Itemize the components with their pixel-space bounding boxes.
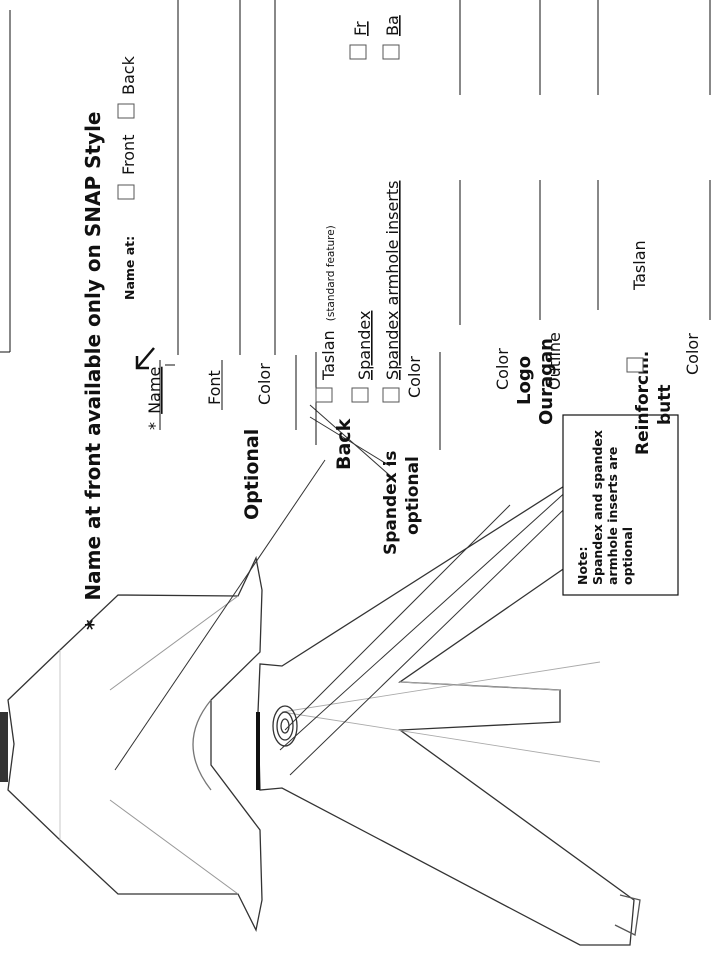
back-armhole-checkbox[interactable] xyxy=(382,387,400,403)
spandex-back-checkbox[interactable] xyxy=(382,44,400,60)
name-at-front-checkbox[interactable] xyxy=(117,184,135,200)
back-taslan-note: (standard feature) xyxy=(325,225,337,321)
note-box: Note: Spandex and spandex armhole insert… xyxy=(562,414,679,596)
name-star: * xyxy=(145,422,164,430)
logo-section: Logo Ouragan Color Outline xyxy=(493,180,599,425)
name-at-back-label: Back xyxy=(119,55,138,95)
heading-text: Name at front available only on SNAP Sty… xyxy=(81,112,105,601)
note-title: Note: xyxy=(575,546,590,585)
reinforcement-color-label: Color xyxy=(683,333,702,375)
back-label: Back xyxy=(333,418,355,470)
font-label: Font xyxy=(205,370,224,405)
svg-text:Taslan (standard featu: Taslan (standard feature) xyxy=(319,225,338,381)
note-line-2: armhole inserts are xyxy=(605,447,620,585)
spandex-back-partial-label: Ba xyxy=(383,15,402,36)
name-at-label: Name at: xyxy=(122,236,137,300)
reinforcement-taslan-checkbox[interactable] xyxy=(626,357,644,373)
logo-label-line-1: Logo xyxy=(514,356,535,405)
right-fill-lines xyxy=(177,0,711,95)
svg-text:* Name: * Name xyxy=(145,367,164,430)
reinforcement-label-line-1: Reinforcm. xyxy=(633,351,653,455)
uniform-illustration xyxy=(0,475,641,946)
svg-text:* Name at front availabl: * Name at front available only on SNAP S… xyxy=(81,112,105,631)
leader-lines xyxy=(114,404,621,776)
back-section: Back Taslan (standard feature) Spandex S… xyxy=(315,15,461,555)
page-heading: * Name at front available only on SNAP S… xyxy=(81,112,105,631)
note-line-3: optional xyxy=(620,527,635,585)
name-at-back-checkbox[interactable] xyxy=(117,103,135,119)
back-armhole-label: Spandex armhole inserts xyxy=(383,181,402,380)
name-color-label: Color xyxy=(255,363,274,405)
top-left-frame xyxy=(0,10,11,353)
back-taslan-checkbox[interactable] xyxy=(315,387,333,403)
logo-outline-label: Outline xyxy=(545,332,564,390)
back-taslan-label: Taslan xyxy=(319,330,338,381)
spandex-front-checkbox[interactable] xyxy=(349,44,367,60)
name-at-front-label: Front xyxy=(119,135,138,175)
reinforcement-label-line-2: butt xyxy=(655,384,675,425)
name-section: * Name Font Color Optional xyxy=(145,0,297,520)
optional-label: Optional xyxy=(241,429,263,520)
back-color-label: Color xyxy=(405,356,424,398)
spandex-front-partial-label: Fr xyxy=(351,21,370,36)
logo-label-line-2: Ouragan xyxy=(536,338,557,425)
name-label: Name xyxy=(145,367,164,414)
spandex-optional-line-2: optional xyxy=(403,456,423,535)
pants-drawing xyxy=(256,475,641,946)
reinforcement-taslan-label: Taslan xyxy=(630,240,649,291)
note-line-1: Spandex and spandex xyxy=(590,430,605,585)
jacket-drawing xyxy=(0,555,263,932)
reinforcement-section: Reinforcm. butt Taslan Color xyxy=(626,180,711,455)
arrow-icon xyxy=(135,347,155,370)
name-at-row: Name at: Front Back xyxy=(117,55,138,300)
logo-color-label: Color xyxy=(493,348,512,390)
heading-star: * xyxy=(81,619,105,630)
back-spandex-label: Spandex xyxy=(355,311,374,380)
back-spandex-checkbox[interactable] xyxy=(351,387,369,403)
spandex-optional-line-1: Spandex is xyxy=(381,450,401,555)
